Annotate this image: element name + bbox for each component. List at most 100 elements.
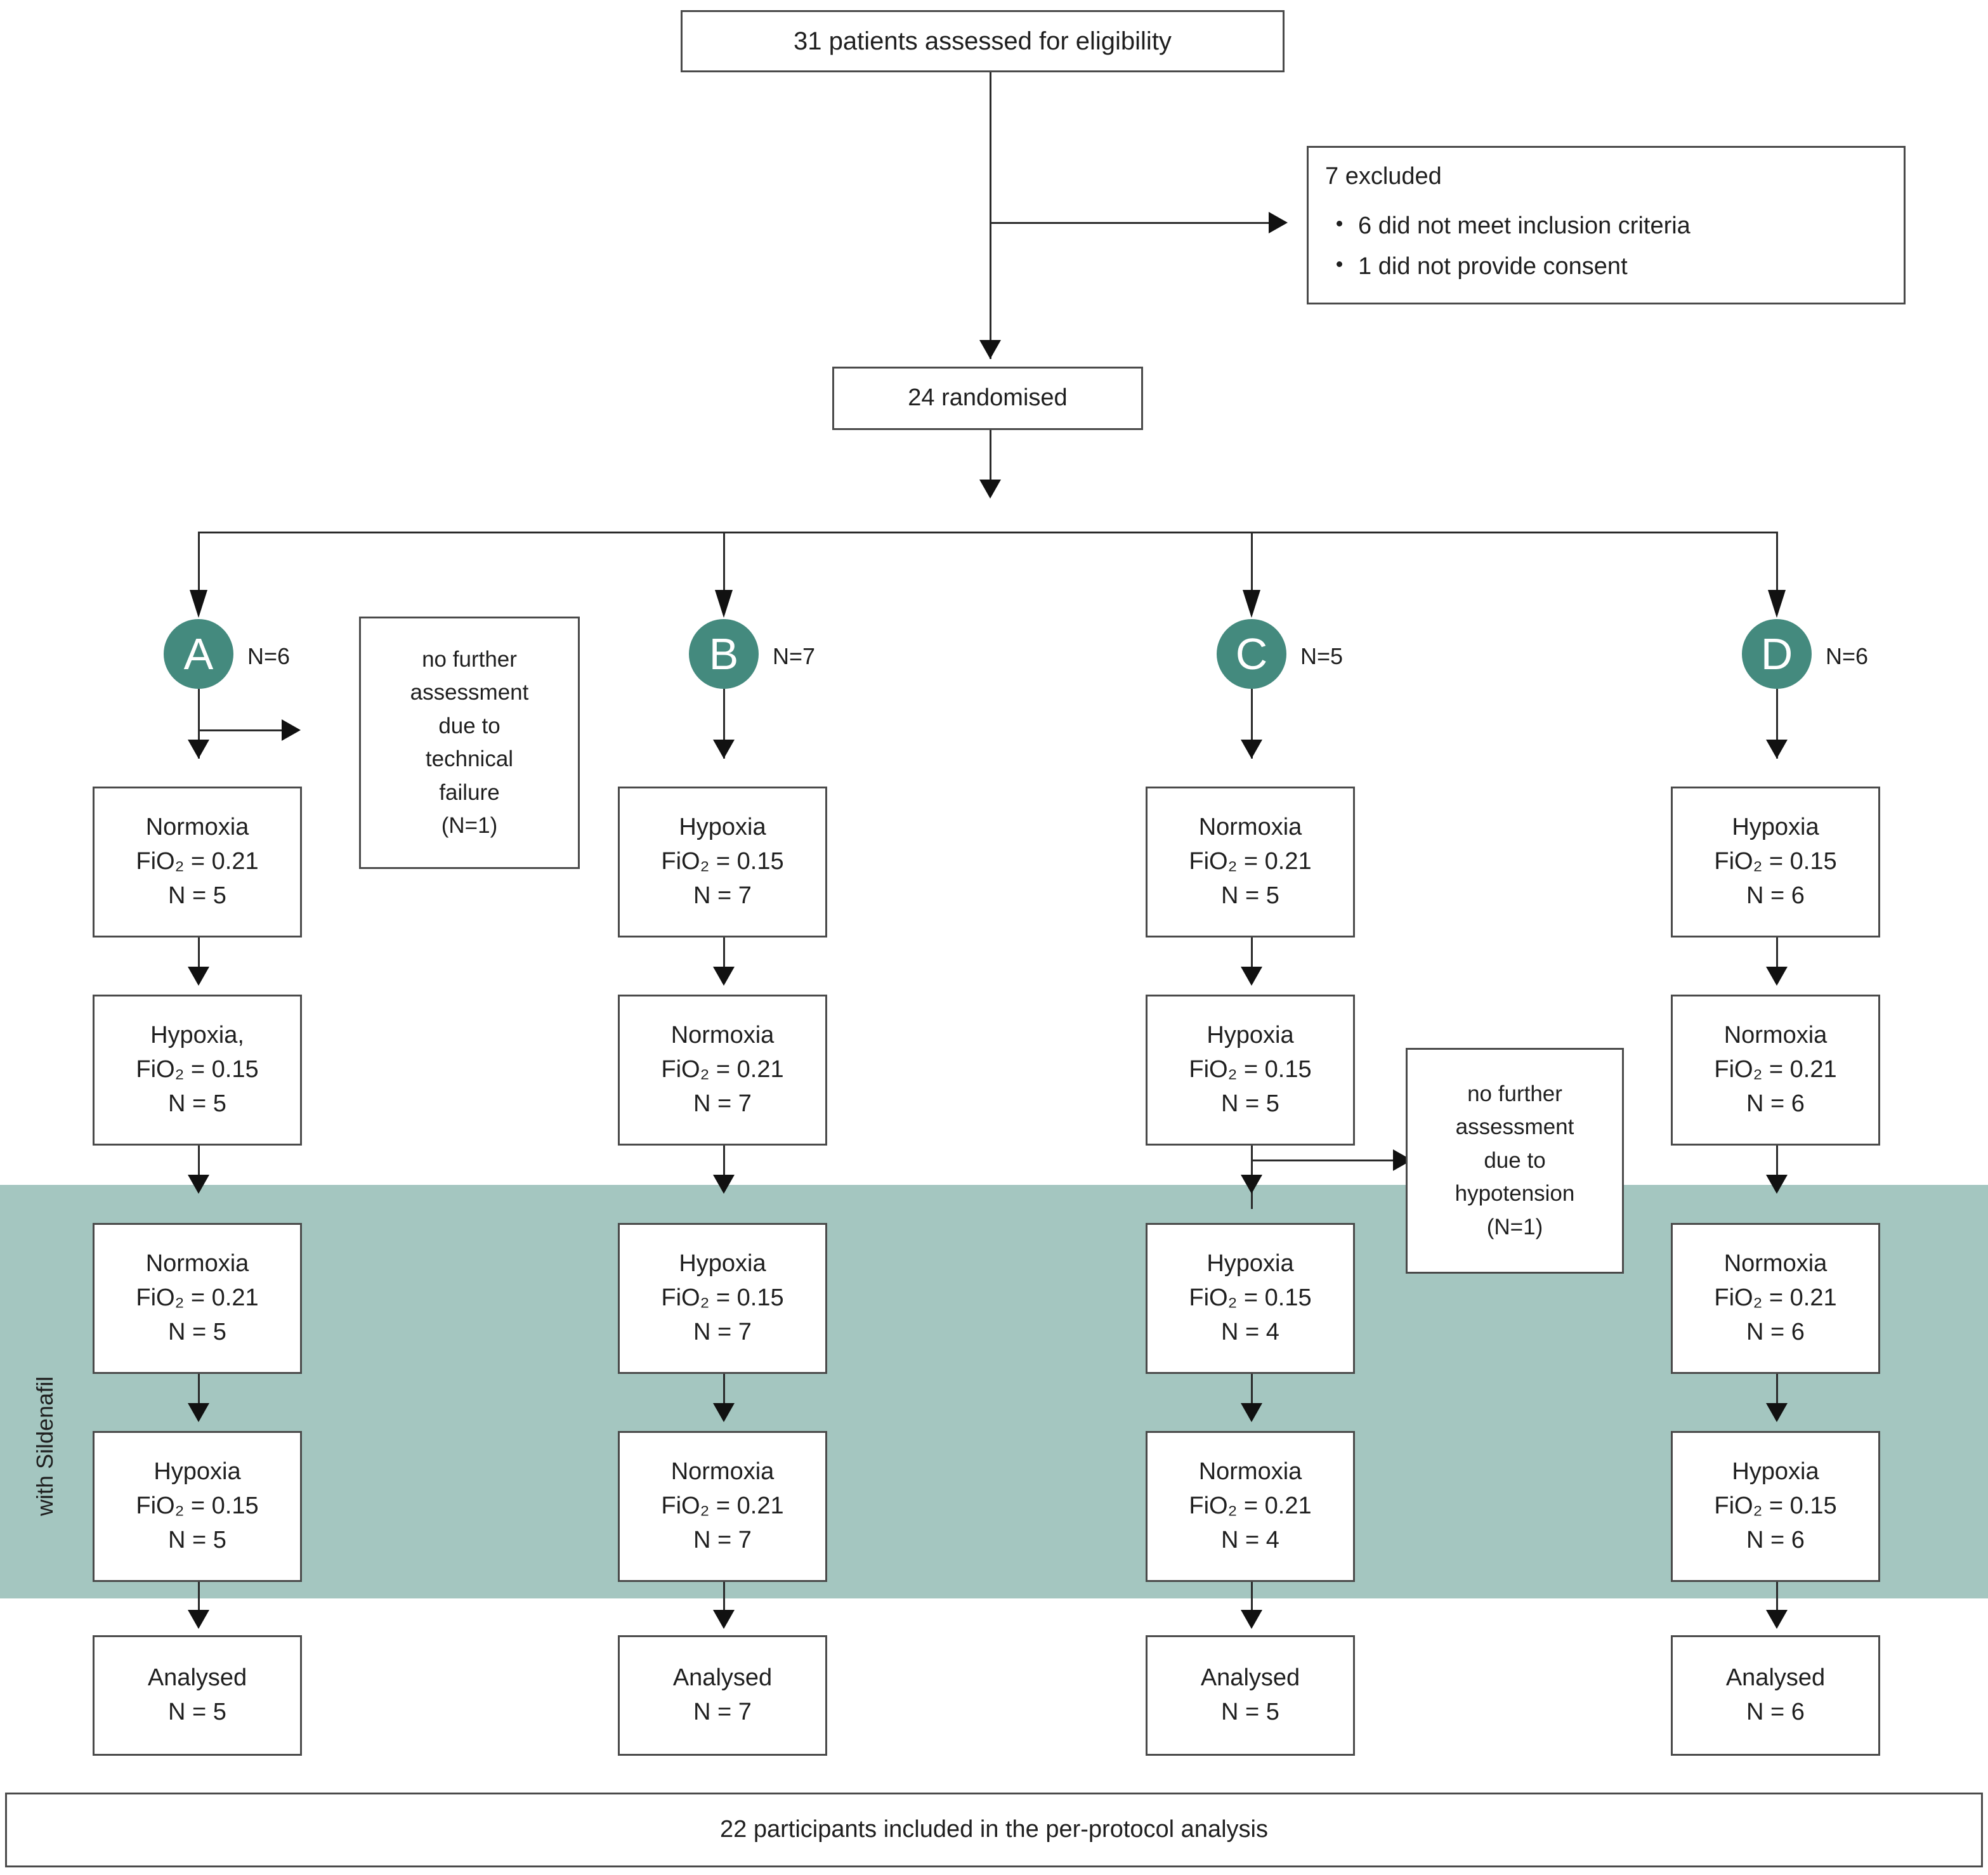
connector-a-circle-to-step1 bbox=[198, 689, 200, 759]
arrow-c-2-3 bbox=[1241, 1175, 1262, 1194]
step-condition: Normoxia bbox=[1198, 814, 1302, 841]
arrow-b-4-analysed bbox=[713, 1610, 735, 1629]
arrow-c-circle-to-step1 bbox=[1241, 740, 1262, 759]
arm-circle-d: D bbox=[1742, 619, 1812, 689]
dropout-note-line: (N=1) bbox=[441, 813, 498, 838]
connector-b-2-3 bbox=[723, 1146, 725, 1181]
analysed-label: Analysed bbox=[672, 1664, 773, 1692]
connector-b-4-analysed bbox=[723, 1582, 725, 1614]
step-n: N = 7 bbox=[693, 1090, 752, 1117]
step-n: N = 5 bbox=[168, 1090, 226, 1117]
arm-b-step-2-box: Normoxia FiO₂ = 0.21 N = 7 bbox=[618, 995, 827, 1146]
step-n: N = 5 bbox=[168, 1318, 226, 1345]
step-condition: Hypoxia bbox=[1207, 1022, 1294, 1049]
step-condition: Hypoxia bbox=[679, 814, 766, 841]
connector-c-3-4 bbox=[1251, 1374, 1253, 1409]
arm-letter-c: C bbox=[1235, 629, 1268, 679]
per-protocol-label: 22 participants included in the per-prot… bbox=[720, 1816, 1268, 1843]
step-fio2: FiO₂ = 0.21 bbox=[1189, 1493, 1312, 1520]
arm-d-step-4-box: Hypoxia FiO₂ = 0.15 N = 6 bbox=[1671, 1431, 1880, 1582]
step-n: N = 6 bbox=[1746, 1526, 1805, 1553]
arm-b-step-1-box: Hypoxia FiO₂ = 0.15 N = 7 bbox=[618, 787, 827, 938]
step-condition: Normoxia bbox=[1723, 1022, 1828, 1049]
arm-d-step-3-box: Normoxia FiO₂ = 0.21 N = 6 bbox=[1671, 1223, 1880, 1374]
arrow-a-4-analysed bbox=[188, 1610, 209, 1629]
step-fio2: FiO₂ = 0.21 bbox=[1189, 848, 1312, 875]
branch-drop-c bbox=[1251, 532, 1253, 599]
arm-circle-c: C bbox=[1217, 619, 1286, 689]
arrow-d-3-4 bbox=[1766, 1403, 1788, 1422]
step-condition: Normoxia bbox=[1723, 1250, 1828, 1277]
step-fio2: FiO₂ = 0.15 bbox=[661, 1284, 784, 1312]
connector-to-excluded bbox=[990, 222, 1281, 224]
connector-assessed-to-randomised bbox=[990, 72, 991, 359]
randomised-box: 24 randomised bbox=[832, 367, 1143, 430]
arm-n-label-c: N=5 bbox=[1300, 643, 1344, 669]
step-fio2: FiO₂ = 0.15 bbox=[1714, 848, 1837, 875]
step-condition: Hypoxia bbox=[154, 1458, 241, 1486]
arm-n-label-d: N=6 bbox=[1826, 643, 1869, 669]
step-condition: Normoxia bbox=[670, 1022, 775, 1049]
step-n: N = 7 bbox=[693, 1526, 752, 1553]
step-fio2: FiO₂ = 0.15 bbox=[136, 1493, 259, 1520]
step-fio2: FiO₂ = 0.21 bbox=[661, 1056, 784, 1083]
dropout-note-a: no further assessment due to technical f… bbox=[359, 617, 580, 869]
step-fio2: FiO₂ = 0.15 bbox=[1189, 1056, 1312, 1083]
step-n: N = 6 bbox=[1746, 1318, 1805, 1345]
arm-a-step-1-box: Normoxia FiO₂ = 0.21 N = 5 bbox=[93, 787, 302, 938]
arm-c-analysed-box: Analysed N = 5 bbox=[1146, 1635, 1355, 1756]
arm-a-analysed-box: Analysed N = 5 bbox=[93, 1635, 302, 1756]
step-condition: Hypoxia bbox=[679, 1250, 766, 1277]
arrow-a-3-4 bbox=[188, 1403, 209, 1422]
analysed-label: Analysed bbox=[147, 1664, 247, 1692]
connector-d-circle-to-step1 bbox=[1776, 689, 1778, 759]
connector-c-circle-to-step1 bbox=[1251, 689, 1253, 759]
arm-circle-b: B bbox=[689, 619, 759, 689]
arm-letter-d: D bbox=[1760, 629, 1793, 679]
arm-c-step-2-box: Hypoxia FiO₂ = 0.15 N = 5 bbox=[1146, 995, 1355, 1146]
branch-arrow-a bbox=[190, 590, 207, 618]
dropout-note-line: assessment bbox=[1455, 1114, 1574, 1140]
assessed-for-eligibility-box: 31 patients assessed for eligibility bbox=[681, 10, 1285, 72]
excluded-reason-item: 1 did not provide consent bbox=[1337, 250, 1690, 284]
dropout-note-line: hypotension bbox=[1455, 1181, 1575, 1206]
arm-b-analysed-box: Analysed N = 7 bbox=[618, 1635, 827, 1756]
arrow-d-4-analysed bbox=[1766, 1610, 1788, 1629]
per-protocol-analysis-box: 22 participants included in the per-prot… bbox=[5, 1793, 1983, 1867]
step-condition: Normoxia bbox=[145, 1250, 249, 1277]
step-n: N = 6 bbox=[1746, 882, 1805, 909]
connector-a-2-3 bbox=[198, 1146, 200, 1181]
arm-d-analysed-box: Analysed N = 6 bbox=[1671, 1635, 1880, 1756]
step-fio2: FiO₂ = 0.15 bbox=[661, 848, 784, 875]
branch-drop-a bbox=[198, 532, 200, 599]
arrow-d-2-3 bbox=[1766, 1175, 1788, 1194]
step-n: N = 4 bbox=[1221, 1318, 1279, 1345]
arm-letter-b: B bbox=[709, 629, 739, 679]
step-condition: Hypoxia, bbox=[150, 1022, 244, 1049]
step-condition: Hypoxia bbox=[1207, 1250, 1294, 1277]
step-fio2: FiO₂ = 0.15 bbox=[136, 1056, 259, 1083]
arm-c-step-1-box: Normoxia FiO₂ = 0.21 N = 5 bbox=[1146, 787, 1355, 938]
step-fio2: FiO₂ = 0.15 bbox=[1714, 1493, 1837, 1520]
dropout-note-c: no further assessment due to hypotension… bbox=[1406, 1048, 1624, 1274]
connector-b-1-2 bbox=[723, 938, 725, 973]
arm-c-step-4-box: Normoxia FiO₂ = 0.21 N = 4 bbox=[1146, 1431, 1355, 1582]
step-n: N = 7 bbox=[693, 1318, 752, 1345]
arrow-c-1-2 bbox=[1241, 967, 1262, 986]
arrow-assessed-to-randomised bbox=[979, 340, 1001, 359]
step-condition: Hypoxia bbox=[1732, 814, 1819, 841]
connector-a-to-dropout bbox=[198, 729, 293, 731]
assessed-label: 31 patients assessed for eligibility bbox=[794, 27, 1172, 55]
arrow-c-4-analysed bbox=[1241, 1610, 1262, 1629]
step-n: N = 5 bbox=[1221, 882, 1279, 909]
arm-letter-a: A bbox=[183, 629, 214, 679]
branch-arrow-d bbox=[1768, 590, 1786, 618]
step-condition: Normoxia bbox=[670, 1458, 775, 1486]
analysed-label: Analysed bbox=[1725, 1664, 1826, 1692]
step-n: N = 5 bbox=[1221, 1090, 1279, 1117]
connector-b-circle-to-step1 bbox=[723, 689, 725, 759]
dropout-note-line: assessment bbox=[410, 680, 529, 705]
branch-arrow-b bbox=[715, 590, 733, 618]
arm-a-step-2-box: Hypoxia, FiO₂ = 0.15 N = 5 bbox=[93, 995, 302, 1146]
